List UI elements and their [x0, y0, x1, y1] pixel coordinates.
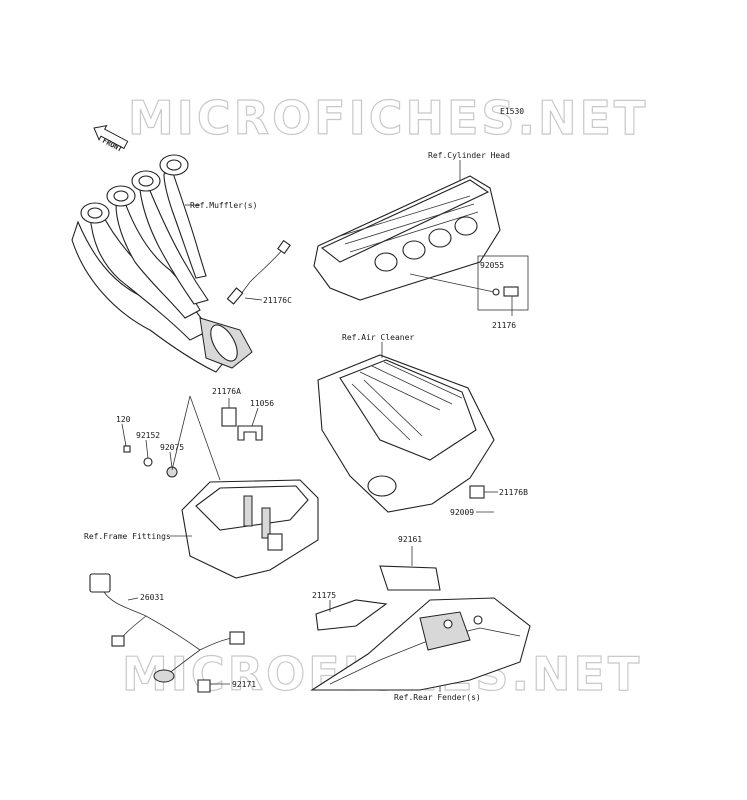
o2-sensor-21176c — [226, 239, 291, 305]
sensor-21176a — [221, 407, 237, 427]
sensor-21176b — [469, 485, 485, 499]
bracket-92161 — [379, 565, 441, 591]
callout-92009: 92009 — [450, 508, 474, 517]
watermark-top: MICROFICHES.NET — [128, 91, 648, 145]
callout-ref-cylinder-head: Ref.Cylinder Head — [428, 151, 510, 160]
callout-92171: 92171 — [232, 680, 256, 689]
rear-fender — [310, 597, 531, 691]
air-cleaner — [317, 354, 495, 513]
callout-21175: 21175 — [312, 591, 336, 600]
bolt-120 — [123, 445, 131, 453]
exhaust-header — [71, 154, 253, 373]
front-arrow-icon — [93, 124, 129, 150]
clip-92171 — [197, 679, 211, 693]
callout-11056: 11056 — [250, 399, 274, 408]
callout-26031: 26031 — [140, 593, 164, 602]
ecu-21175 — [315, 599, 388, 631]
callout-box-92055 — [477, 255, 529, 311]
callout-21176a: 21176A — [212, 387, 241, 396]
harness-26031 — [89, 573, 245, 683]
diagram-code: E1530 — [500, 107, 524, 116]
callout-92152: 92152 — [136, 431, 160, 440]
callout-ref-air-cleaner: Ref.Air Cleaner — [342, 333, 414, 342]
callout-21176: 21176 — [492, 321, 516, 330]
collar-92152 — [143, 457, 153, 467]
sensor-21176 — [503, 286, 519, 297]
callout-21176c: 21176C — [263, 296, 292, 305]
callout-ref-frame-fittings: Ref.Frame Fittings — [84, 532, 171, 541]
callout-120: 120 — [116, 415, 131, 424]
frame-fittings-tray — [181, 479, 319, 579]
damper-92075 — [166, 466, 178, 478]
washer-92055 — [492, 288, 500, 296]
callout-21176b: 21176B — [499, 488, 528, 497]
callout-92055: 92055 — [480, 261, 504, 270]
cylinder-head — [313, 175, 501, 301]
callout-ref-rear-fender: Ref.Rear Fender(s) — [394, 693, 481, 702]
callout-ref-muffler: Ref.Muffler(s) — [190, 201, 257, 210]
callout-92161: 92161 — [398, 535, 422, 544]
bracket-11056 — [237, 425, 263, 441]
callout-92075: 92075 — [160, 443, 184, 452]
